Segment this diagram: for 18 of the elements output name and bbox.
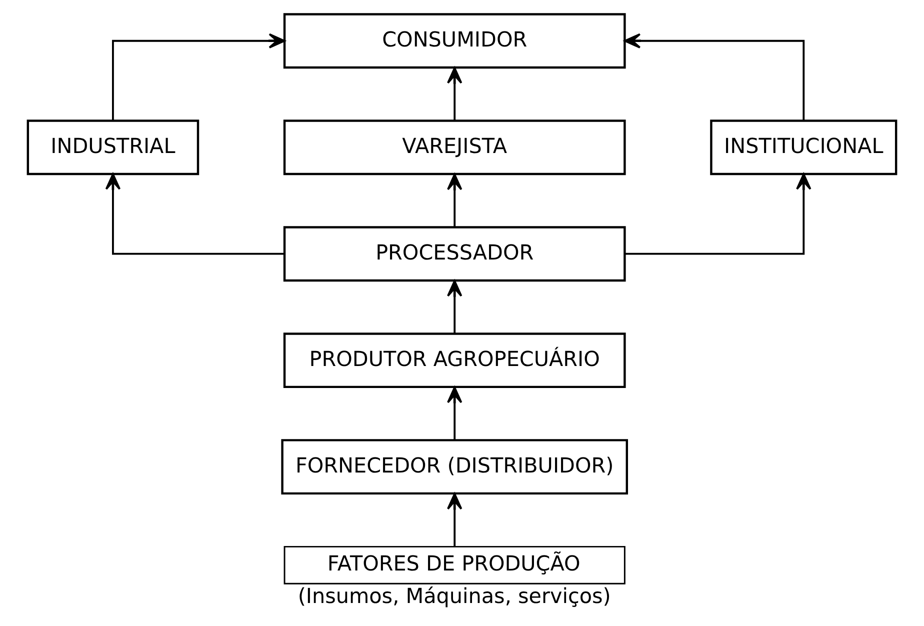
- node-box: INDUSTRIAL: [26, 120, 200, 176]
- arrow: [112, 33, 286, 120]
- node-box: FATORES DE PRODUÇÃO: [284, 546, 626, 584]
- arrow: [624, 33, 805, 120]
- arrow: [446, 280, 462, 334]
- node-label: (Insumos, Máquinas, serviços): [298, 584, 611, 608]
- node-box: PRODUTOR AGROPECUÁRIO: [283, 332, 626, 388]
- arrow: [446, 493, 462, 546]
- node-box: CONSUMIDOR: [283, 13, 626, 69]
- arrow: [446, 174, 462, 227]
- arrow: [446, 386, 462, 440]
- node-box: PROCESSADOR: [283, 226, 626, 282]
- node-box: INSTITUCIONAL: [710, 120, 898, 176]
- node-box: VAREJISTA: [283, 120, 626, 176]
- arrow: [446, 67, 462, 120]
- node-box: FORNECEDOR (DISTRIBUIDOR): [281, 439, 628, 495]
- arrow: [105, 173, 284, 255]
- arrow: [625, 173, 812, 255]
